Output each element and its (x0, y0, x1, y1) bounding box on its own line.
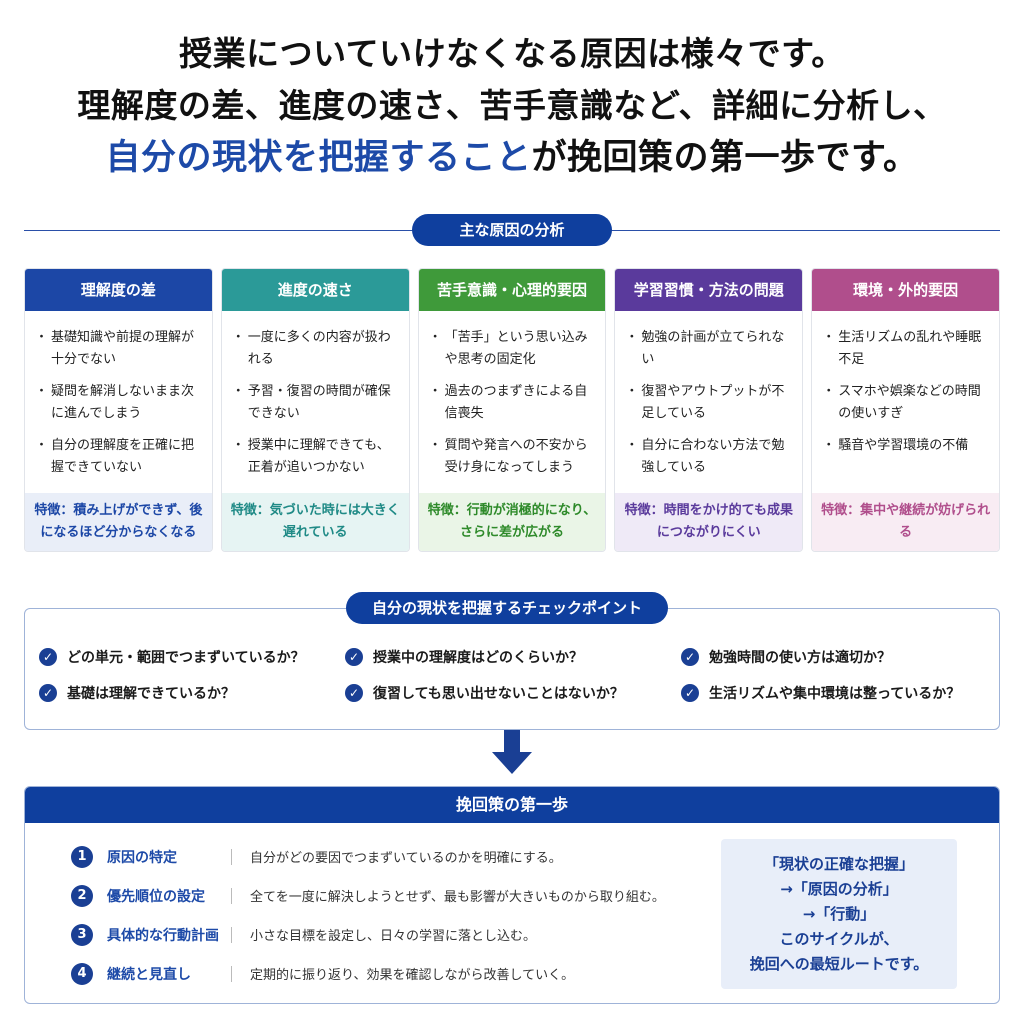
cause-item: 復習やアウトプットが不足している (625, 381, 790, 425)
cause-card: 苦手意識・心理的要因 「苦手」という思い込みや思考の固定化 過去のつまずきによる… (417, 268, 607, 552)
headline-line-1: 授業についていけなくなる原因は様々です。 (179, 34, 845, 73)
step-title: 継続と見直し (107, 966, 191, 983)
cause-cards: 理解度の差 基礎知識や前提の理解が十分でない 疑問を解消しないまま次に進んでしま… (24, 268, 1000, 552)
checkpoint-item: ✓ 勉強時間の使い方は適切か？ (681, 645, 989, 669)
step-description: 全てを一度に解決しようとせず、最も影響が大きいものから取り組む。 (250, 890, 665, 905)
step-title: 具体的な行動計画 (107, 927, 219, 944)
cause-card: 進度の速さ 一度に多くの内容が扱われる 予習・復習の時間が確保できない 授業中に… (220, 268, 410, 552)
check-circle-icon: ✓ (681, 648, 699, 666)
step-title: 原因の特定 (107, 849, 177, 866)
cause-item: 一度に多くの内容が扱われる (232, 327, 397, 371)
check-circle-icon: ✓ (681, 684, 699, 702)
cause-card-feature: 特徴：行動が消極的になり、さらに差が広がる (418, 493, 606, 551)
cause-item: 基礎知識や前提の理解が十分でない (35, 327, 200, 371)
cause-item: 過去のつまずきによる自信喪失 (429, 381, 594, 425)
cause-card-title: 理解度の差 (25, 269, 212, 311)
cause-card-title: 環境・外的要因 (812, 269, 999, 311)
step-item: 3 具体的な行動計画 小さな目標を設定し、日々の学習に落とし込む。 (71, 915, 711, 954)
checkpoint-title: 自分の現状を把握するチェックポイント (346, 592, 668, 624)
summary-line: このサイクルが、 (779, 929, 899, 948)
step-description: 自分がどの要因でつまずいているのかを明確にする。 (250, 851, 562, 866)
step-number: 2 (71, 884, 93, 907)
checkpoint-item: ✓ 復習しても思い出せないことはないか？ (345, 681, 681, 705)
checkpoint-item: ✓ 授業中の理解度はどのくらいか？ (345, 645, 681, 669)
cause-card: 学習習慣・方法の問題 勉強の計画が立てられない 復習やアウトプットが不足している… (614, 268, 804, 552)
headline-line-3: 自分の現状を把握することが挽回策の第一歩です。 (0, 132, 1024, 184)
checkpoint-item: ✓ 基礎は理解できているか？ (39, 681, 345, 705)
summary-line: 挽回への最短ルートです。 (749, 954, 929, 973)
cause-item: 自分に合わない方法で勉強している (625, 435, 790, 479)
cause-card-body: 生活リズムの乱れや睡眠不足 スマホや娯楽などの時間の使いすぎ 騒音や学習環境の不… (812, 311, 999, 493)
cause-item: 「苦手」という思い込みや思考の固定化 (429, 327, 594, 371)
checkpoint-list: ✓ どの単元・範囲でつまずいているか？ ✓ 授業中の理解度はどのくらいか？ ✓ 勉強時… (39, 645, 989, 705)
cause-item: 騒音や学習環境の不備 (822, 435, 987, 457)
step-list: 1 原因の特定 自分がどの要因でつまずいているのかを明確にする。 2 優先順位の… (71, 837, 711, 993)
step-item: 4 継続と見直し 定期的に振り返り、効果を確認しながら改善していく。 (71, 954, 711, 993)
cause-card-body: 「苦手」という思い込みや思考の固定化 過去のつまずきによる自信喪失 質問や発言へ… (419, 311, 606, 493)
step-number: 1 (71, 845, 93, 868)
cause-item: スマホや娯楽などの時間の使いすぎ (822, 381, 987, 425)
step-divider (231, 926, 232, 943)
checkpoint-text: 授業中の理解度はどのくらいか？ (373, 650, 583, 666)
cause-card: 理解度の差 基礎知識や前提の理解が十分でない 疑問を解消しないまま次に進んでしま… (24, 268, 213, 552)
checkpoint-item: ✓ 生活リズムや集中環境は整っているか？ (681, 681, 989, 705)
cause-card-body: 勉強の計画が立てられない 復習やアウトプットが不足している 自分に合わない方法で… (615, 311, 802, 493)
step-number: 3 (71, 923, 93, 946)
cause-item: 生活リズムの乱れや睡眠不足 (822, 327, 987, 371)
cause-card-feature: 特徴：積み上げができず、後になるほど分からなくなる (25, 493, 212, 551)
summary-line: →「行動」 (802, 904, 876, 923)
headline-accent: 自分の現状を把握すること (105, 138, 532, 178)
first-step-title: 挽回策の第一歩 (25, 787, 999, 823)
headline-line-2: 理解度の差、進度の速さ、苦手意識など、詳細に分析し、 (77, 86, 947, 125)
headline-line-3-rest: が挽回策の第一歩です。 (531, 138, 919, 178)
cause-item: 勉強の計画が立てられない (625, 327, 790, 371)
checkpoint-text: 基礎は理解できているか？ (67, 686, 235, 702)
checkpoint-text: 復習しても思い出せないことはないか？ (373, 686, 624, 702)
first-step-panel: 挽回策の第一歩 1 原因の特定 自分がどの要因でつまずいているのかを明確にする。… (24, 786, 1000, 1004)
check-circle-icon: ✓ (345, 684, 363, 702)
cause-item: 疑問を解消しないまま次に進んでしまう (35, 381, 200, 425)
cause-card-body: 一度に多くの内容が扱われる 予習・復習の時間が確保できない 授業中に理解できても… (222, 311, 409, 493)
cause-item: 質問や発言への不安から受け身になってしまう (429, 435, 594, 479)
check-circle-icon: ✓ (345, 648, 363, 666)
cause-card-title: 苦手意識・心理的要因 (418, 269, 606, 311)
cause-card-title: 進度の速さ (221, 269, 409, 311)
checkpoint-text: 勉強時間の使い方は適切か？ (709, 650, 891, 666)
cause-item: 授業中に理解できても、正着が追いつかない (232, 435, 397, 479)
arrow-down-icon (492, 730, 532, 774)
step-divider (231, 848, 232, 865)
cause-card-title: 学習習慣・方法の問題 (615, 269, 803, 311)
step-title: 優先順位の設定 (107, 888, 205, 905)
step-item: 2 優先順位の設定 全てを一度に解決しようとせず、最も影響が大きいものから取り組… (71, 876, 711, 915)
cause-card-feature: 特徴：集中や継続が妨げられる (812, 493, 999, 551)
causes-title: 主な原因の分析 (412, 214, 612, 246)
cause-card-feature: 特徴：時間をかけ的ても成果につながりにくい (615, 493, 803, 551)
cause-item: 予習・復習の時間が確保できない (232, 381, 397, 425)
summary-box: 「現状の正確な把握」 →「原因の分析」 →「行動」 このサイクルが、 挽回への最… (721, 839, 957, 989)
headline: 授業についていけなくなる原因は様々です。 理解度の差、進度の速さ、苦手意識など、… (0, 28, 1024, 184)
cause-card: 環境・外的要因 生活リズムの乱れや睡眠不足 スマホや娯楽などの時間の使いすぎ 騒… (811, 268, 1000, 552)
checkpoint-item: ✓ どの単元・範囲でつまずいているか？ (39, 645, 345, 669)
checkpoint-panel: ✓ どの単元・範囲でつまずいているか？ ✓ 授業中の理解度はどのくらいか？ ✓ 勉強時… (24, 608, 1000, 730)
cause-card-feature: 特徴：気づいた時には大きく遅れている (221, 493, 409, 551)
step-divider (231, 965, 232, 982)
step-description: 小さな目標を設定し、日々の学習に落とし込む。 (250, 929, 537, 944)
checkpoint-text: 生活リズムや集中環境は整っているか？ (709, 686, 961, 702)
step-divider (231, 887, 232, 904)
cause-item: 自分の理解度を正確に把握できていない (35, 435, 200, 479)
step-number: 4 (71, 962, 93, 985)
check-circle-icon: ✓ (39, 684, 57, 702)
check-circle-icon: ✓ (39, 648, 57, 666)
summary-line: →「原因の分析」 (780, 879, 898, 898)
checkpoint-text: どの単元・範囲でつまずいているか？ (67, 650, 305, 666)
summary-line: 「現状の正確な把握」 (763, 854, 914, 873)
step-description: 定期的に振り返り、効果を確認しながら改善していく。 (250, 968, 575, 983)
step-item: 1 原因の特定 自分がどの要因でつまずいているのかを明確にする。 (71, 837, 711, 876)
cause-card-body: 基礎知識や前提の理解が十分でない 疑問を解消しないまま次に進んでしまう 自分の理… (25, 311, 212, 493)
